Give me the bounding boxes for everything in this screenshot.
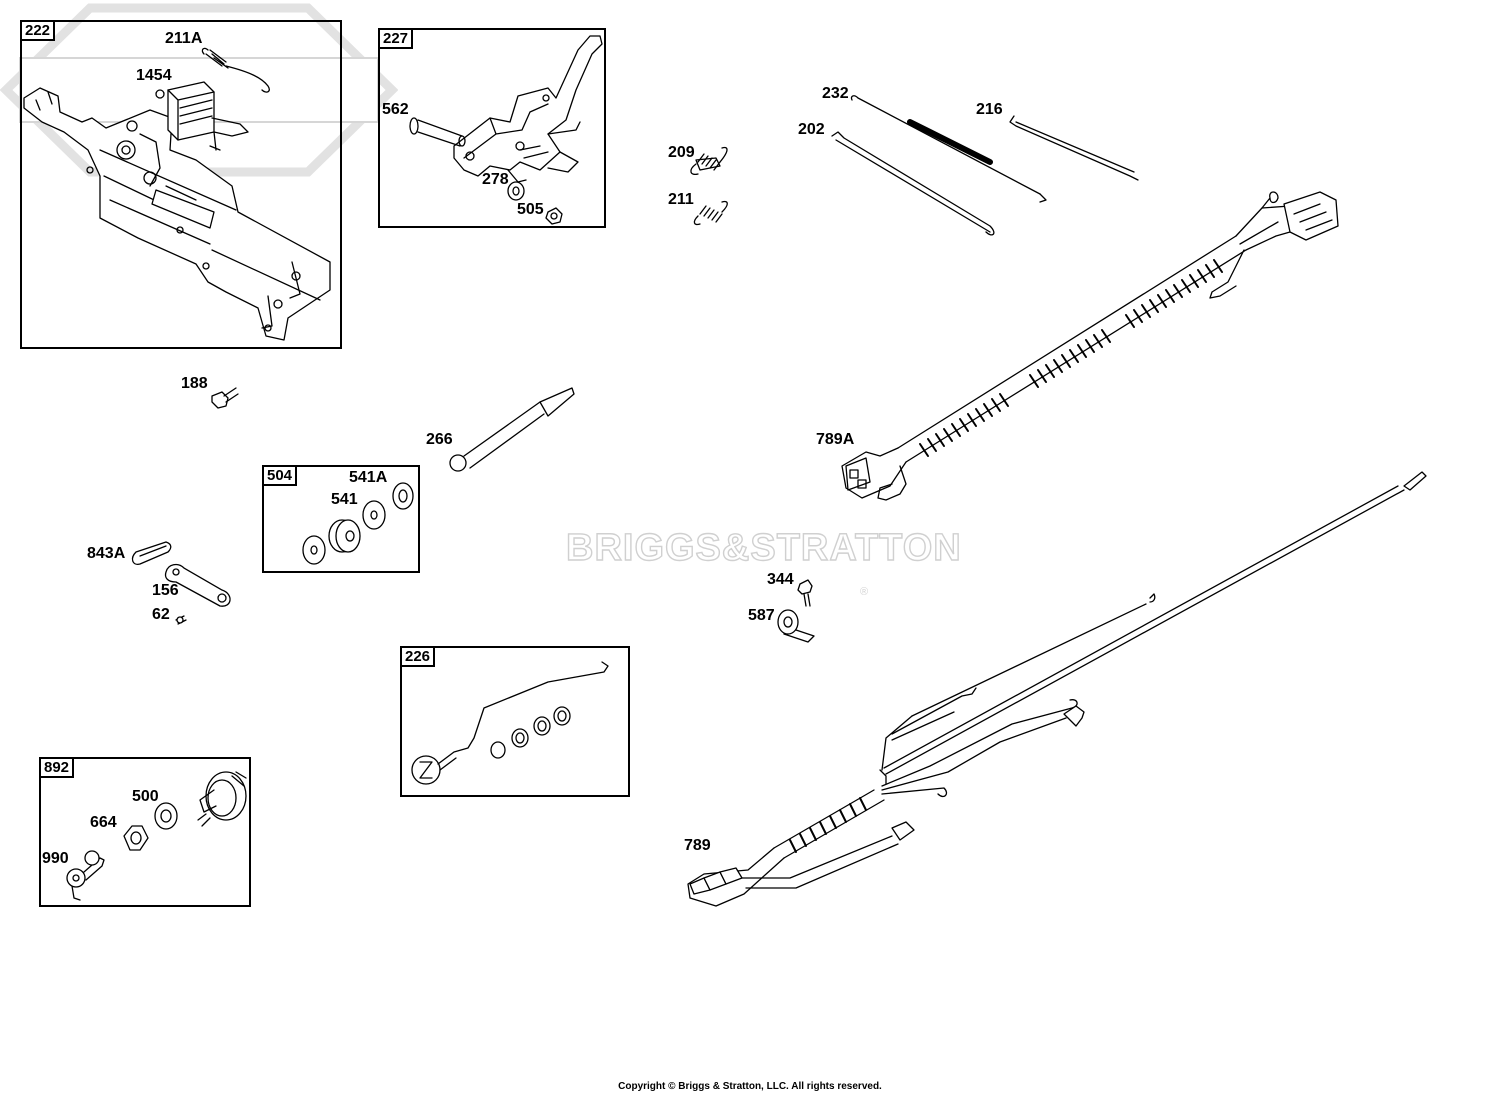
spring-211-drawing[interactable]: [693, 200, 728, 226]
callout-500[interactable]: 500: [132, 788, 159, 805]
harness-789-drawing[interactable]: [687, 471, 1427, 907]
callout-505[interactable]: 505: [517, 201, 544, 218]
callout-344[interactable]: 344: [767, 571, 794, 588]
group-tag-222: 222: [22, 22, 56, 41]
switch-1454-drawing[interactable]: [155, 81, 249, 151]
group-tag-226: 226: [402, 648, 436, 667]
callout-789[interactable]: 789: [684, 837, 711, 854]
group-box-222[interactable]: 222: [20, 20, 342, 349]
callout-202[interactable]: 202: [798, 121, 825, 138]
callout-664[interactable]: 664: [90, 814, 117, 831]
callout-216[interactable]: 216: [976, 101, 1003, 118]
copyright-notice: Copyright © Briggs & Stratton, LLC. All …: [618, 1081, 882, 1092]
callout-562[interactable]: 562: [382, 101, 409, 118]
spring-209-drawing[interactable]: [690, 146, 728, 176]
rod-216-drawing[interactable]: [1009, 115, 1139, 181]
callout-843A[interactable]: 843A: [87, 545, 126, 562]
lever-156-drawing[interactable]: [164, 563, 231, 607]
callout-232[interactable]: 232: [822, 85, 849, 102]
clamp-587-drawing[interactable]: [777, 609, 815, 643]
group-box-892[interactable]: 892: [39, 757, 251, 907]
callout-541A[interactable]: 541A: [349, 469, 388, 486]
harness-789A-drawing[interactable]: [841, 191, 1339, 501]
callout-62[interactable]: 62: [152, 606, 170, 623]
group-box-227[interactable]: 227: [378, 28, 606, 228]
brand-watermark-registered: ®: [860, 586, 869, 598]
rod-232-drawing[interactable]: [850, 95, 1047, 203]
pin-562-drawing[interactable]: [409, 117, 466, 147]
brand-watermark-text: BRIGGS&STRATTON: [565, 526, 962, 569]
group-box-504[interactable]: 504: [262, 465, 420, 573]
callout-209[interactable]: 209: [668, 144, 695, 161]
callout-188[interactable]: 188: [181, 375, 208, 392]
callout-211A[interactable]: 211A: [165, 30, 203, 47]
callout-587[interactable]: 587: [748, 607, 775, 624]
callout-541[interactable]: 541: [331, 491, 358, 508]
group-tag-227: 227: [380, 30, 414, 49]
callout-278[interactable]: 278: [482, 171, 509, 188]
callout-1454[interactable]: 1454: [136, 67, 172, 84]
nut-505-drawing[interactable]: [545, 207, 563, 225]
callout-789A[interactable]: 789A: [816, 431, 855, 448]
shaft-266-drawing[interactable]: [449, 387, 575, 472]
governor-bracket-drawing[interactable]: [453, 35, 603, 183]
bolt-188-drawing[interactable]: [211, 387, 239, 409]
choke-knob-226-drawing[interactable]: [411, 661, 609, 785]
bolt-344-drawing[interactable]: [797, 579, 813, 607]
rod-202-drawing[interactable]: [831, 131, 995, 236]
callout-990[interactable]: 990: [42, 850, 69, 867]
group-tag-892: 892: [41, 759, 75, 778]
callout-211[interactable]: 211: [668, 191, 694, 208]
control-bracket-drawing[interactable]: [23, 87, 331, 341]
washer-278-drawing[interactable]: [507, 181, 525, 201]
group-tag-504: 504: [264, 467, 298, 486]
ignition-switch-892-drawing[interactable]: [66, 771, 247, 901]
callout-266[interactable]: 266: [426, 431, 453, 448]
parts-504-drawing[interactable]: [302, 482, 414, 565]
group-box-226[interactable]: 226: [400, 646, 630, 797]
screw-62-drawing[interactable]: [175, 615, 187, 625]
spring-211A-drawing[interactable]: [201, 47, 270, 93]
callout-156[interactable]: 156: [152, 582, 179, 599]
pad-843A-drawing[interactable]: [131, 541, 172, 565]
